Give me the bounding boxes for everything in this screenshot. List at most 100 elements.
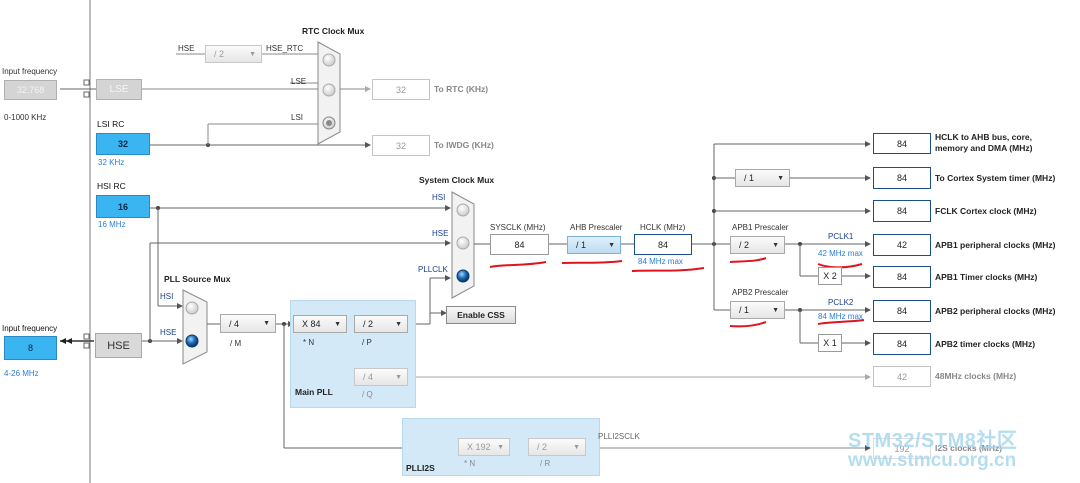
plli2sclk-label: PLLI2SCLK [598,432,640,441]
rtc-mux-radio-hse[interactable] [322,53,336,67]
output-cortex-timer-value[interactable]: 84 [873,167,931,189]
hse-input-field[interactable]: 8 [4,336,57,360]
pll-p-divider-select[interactable]: / 2▼ [354,315,408,333]
sys-mux-radio-pllclk[interactable] [456,269,470,283]
iwdg-clock-label: To IWDG (KHz) [434,140,494,150]
pll-q-divider-select[interactable]: / 4▼ [354,368,408,386]
hse-block: HSE [95,333,142,358]
output-apb1-timer-label: APB1 Timer clocks (MHz) [935,272,1038,282]
rtc-clock-value: 32 [372,79,430,100]
output-apb1-periph-label: APB1 peripheral clocks (MHz) [935,240,1056,250]
chevron-down-icon: ▼ [395,373,402,381]
hse-range-label: 4-26 MHz [4,369,39,378]
sys-mux-radio-hsi[interactable] [456,203,470,217]
apb1-max-label: 42 MHz max [818,249,863,258]
hclk-max-label: 84 MHz max [638,257,683,266]
pll-src-radio-hsi[interactable] [185,301,199,315]
hclk-label: HCLK (MHz) [640,223,686,232]
output-fclk-value[interactable]: 84 [873,200,931,222]
output-fclk-label: FCLK Cortex clock (MHz) [935,206,1037,216]
pll-src-hsi-label: HSI [160,292,174,301]
main-pll-title: Main PLL [295,387,333,397]
chevron-down-icon: ▼ [772,306,779,314]
output-hclk-value[interactable]: 84 [873,133,931,154]
lse-input-field[interactable]: 32.768 [4,80,57,100]
pll-n-label: * N [303,338,315,347]
pll-src-radio-hse[interactable] [185,334,199,348]
output-apb2-timer-label: APB2 timer clocks (MHz) [935,339,1036,349]
apb1-prescaler-select[interactable]: / 2▼ [730,236,785,254]
chevron-down-icon: ▼ [334,320,341,328]
chevron-down-icon: ▼ [608,241,615,249]
lsi-rc-caption: LSI RC [97,119,125,129]
output-apb2-periph-label: APB2 peripheral clocks (MHz) [935,306,1056,316]
rtc-hse-label: HSE [178,44,195,53]
pll-src-hse-label: HSE [160,328,177,337]
output-48mhz-value: 42 [873,366,931,387]
chevron-down-icon: ▼ [395,320,402,328]
plli2s-n-label: * N [464,459,476,468]
lsi-freq-label: 32 KHz [98,158,125,167]
pclk2-label: PCLK2 [828,298,854,307]
output-apb1-periph-value[interactable]: 42 [873,234,931,256]
lse-input-caption: Input frequency [2,67,58,76]
rtc-lse-label: LSE [291,77,307,86]
apb1-prescaler-label: APB1 Prescaler [732,223,789,232]
hse-input-caption: Input frequency [2,324,58,333]
rtc-clock-label: To RTC (KHz) [434,84,489,94]
chevron-down-icon: ▼ [249,50,256,58]
pll-q-label: / Q [362,390,373,399]
lsi-rc-block: 32 [96,133,150,155]
sys-mux-title: System Clock Mux [419,175,495,185]
rtc-hse-rtc-label: HSE_RTC [266,44,304,53]
sys-mux-hsi-label: HSI [432,193,446,202]
sys-mux-pllclk-label: PLLCLK [418,265,448,274]
output-cortex-timer-label: To Cortex System timer (MHz) [935,173,1056,183]
plli2s-n-multiplier-select[interactable]: X 192▼ [458,438,510,456]
apb2-prescaler-select[interactable]: / 1▼ [730,301,785,319]
hsi-freq-label: 16 MHz [98,220,126,229]
sysclk-value: 84 [490,234,549,255]
apb2-prescaler-label: APB2 Prescaler [732,288,789,297]
output-i2s-label: I2S clocks (MHz) [935,443,1003,453]
chevron-down-icon: ▼ [263,320,270,327]
sys-mux-hse-label: HSE [432,229,449,238]
apb2-timer-multiplier: X 1 [818,334,842,352]
plli2s-r-divider-select[interactable]: / 2▼ [528,438,586,456]
chevron-down-icon: ▼ [497,443,504,451]
pll-source-mux-title: PLL Source Mux [164,274,231,284]
pll-m-label: / M [230,339,242,348]
pll-p-label: / P [362,338,372,347]
chevron-down-icon: ▼ [573,443,580,451]
output-apb2-timer-value[interactable]: 84 [873,333,931,355]
sysclk-label: SYSCLK (MHz) [490,223,546,232]
plli2s-r-label: / R [540,459,551,468]
sys-mux-radio-hse[interactable] [456,236,470,250]
output-hclk-label: HCLK to AHB bus, core,memory and DMA (MH… [935,132,1033,153]
chevron-down-icon: ▼ [772,241,779,249]
watermark-url: www.stmcu.org.cn [848,450,1017,471]
output-48mhz-label: 48MHz clocks (MHz) [935,371,1017,381]
output-i2s-value: 192 [873,438,931,459]
pclk1-label: PCLK1 [828,232,854,241]
ahb-prescaler-select[interactable]: / 1▼ [567,236,621,254]
rtc-mux-radio-lse[interactable] [322,83,336,97]
apb2-max-label: 84 MHz max [818,312,863,321]
apb1-timer-multiplier: X 2 [818,267,842,285]
hclk-value-field[interactable]: 84 [634,234,692,255]
pll-n-multiplier-select[interactable]: X 84▼ [293,315,347,333]
cortex-timer-divider-select[interactable]: / 1▼ [735,169,790,187]
ahb-prescaler-label: AHB Prescaler [570,223,623,232]
pll-m-divider-select[interactable]: / 4▼ [220,314,276,333]
plli2s-title: PLLI2S [406,463,435,473]
chevron-down-icon: ▼ [777,174,784,182]
hsi-rc-caption: HSI RC [97,181,126,191]
rtc-hse-divider-select[interactable]: / 2▼ [205,45,262,63]
output-apb2-periph-value[interactable]: 84 [873,300,931,322]
iwdg-clock-value: 32 [372,135,430,156]
output-apb1-timer-value[interactable]: 84 [873,266,931,288]
enable-css-button[interactable]: Enable CSS [446,306,516,324]
lse-range-label: 0-1000 KHz [4,113,47,122]
